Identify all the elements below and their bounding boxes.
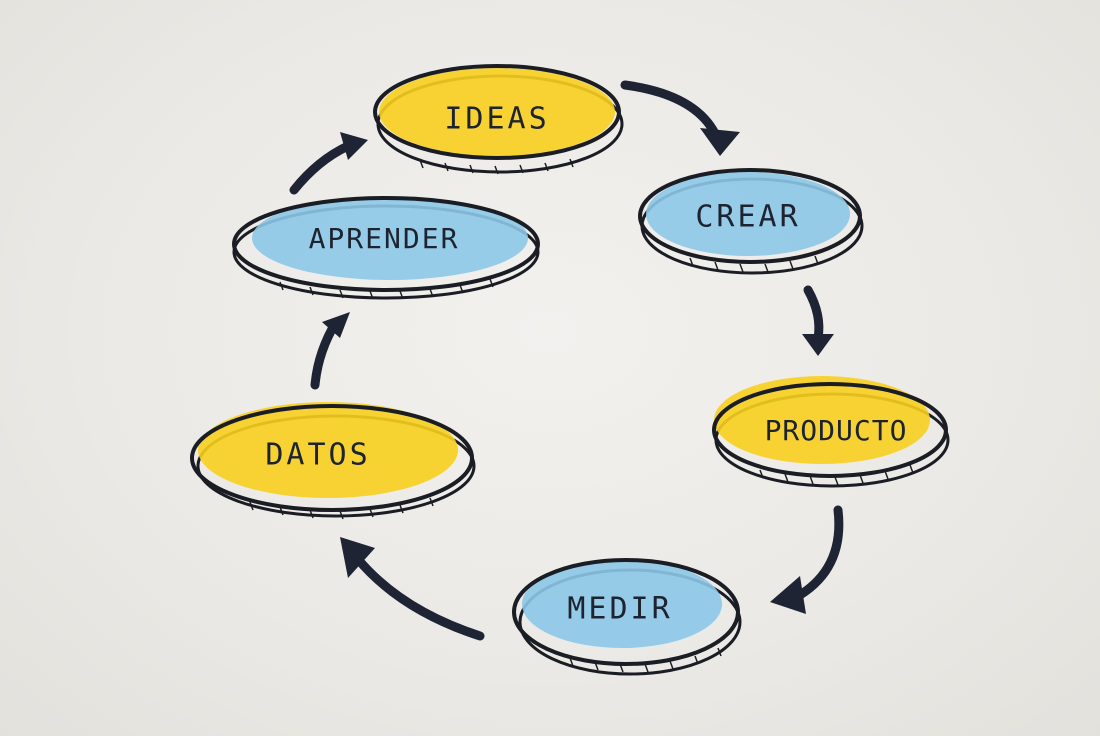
node-datos-label: DATOS [265,438,370,473]
arrow-medir-to-datos [340,537,485,641]
node-crear-label: CREAR [695,200,800,235]
node-aprender-fill [252,196,528,280]
arrow-aprender-to-ideas [289,132,368,195]
node-datos: DATOS [190,402,476,520]
node-ideas-fill [379,68,615,156]
node-ideas: IDEAS [373,64,624,175]
arrow-ideas-to-crear [620,80,740,156]
node-aprender: APRENDER [232,196,540,300]
node-medir: MEDIR [512,558,742,676]
node-producto-fill [714,376,930,464]
node-datos-fill [198,402,458,498]
node-crear: CREAR [638,168,864,275]
node-ideas-label: IDEAS [444,102,549,137]
node-crear-hatch [689,255,819,273]
node-ideas-hatch [419,158,574,175]
node-producto: PRODUCTO [712,376,950,488]
node-aprender-label: APRENDER [309,222,460,255]
arrow-producto-to-medir [770,505,844,614]
node-producto-label: PRODUCTO [765,414,908,447]
arrow-datos-to-aprender [310,312,350,390]
node-medir-fill [522,560,722,648]
node-medir-label: MEDIR [567,592,672,627]
node-crear-fill [646,172,850,256]
arrow-crear-to-producto [802,285,834,356]
node-datos-hatch [249,497,434,520]
node-aprender-hatch [279,278,494,300]
